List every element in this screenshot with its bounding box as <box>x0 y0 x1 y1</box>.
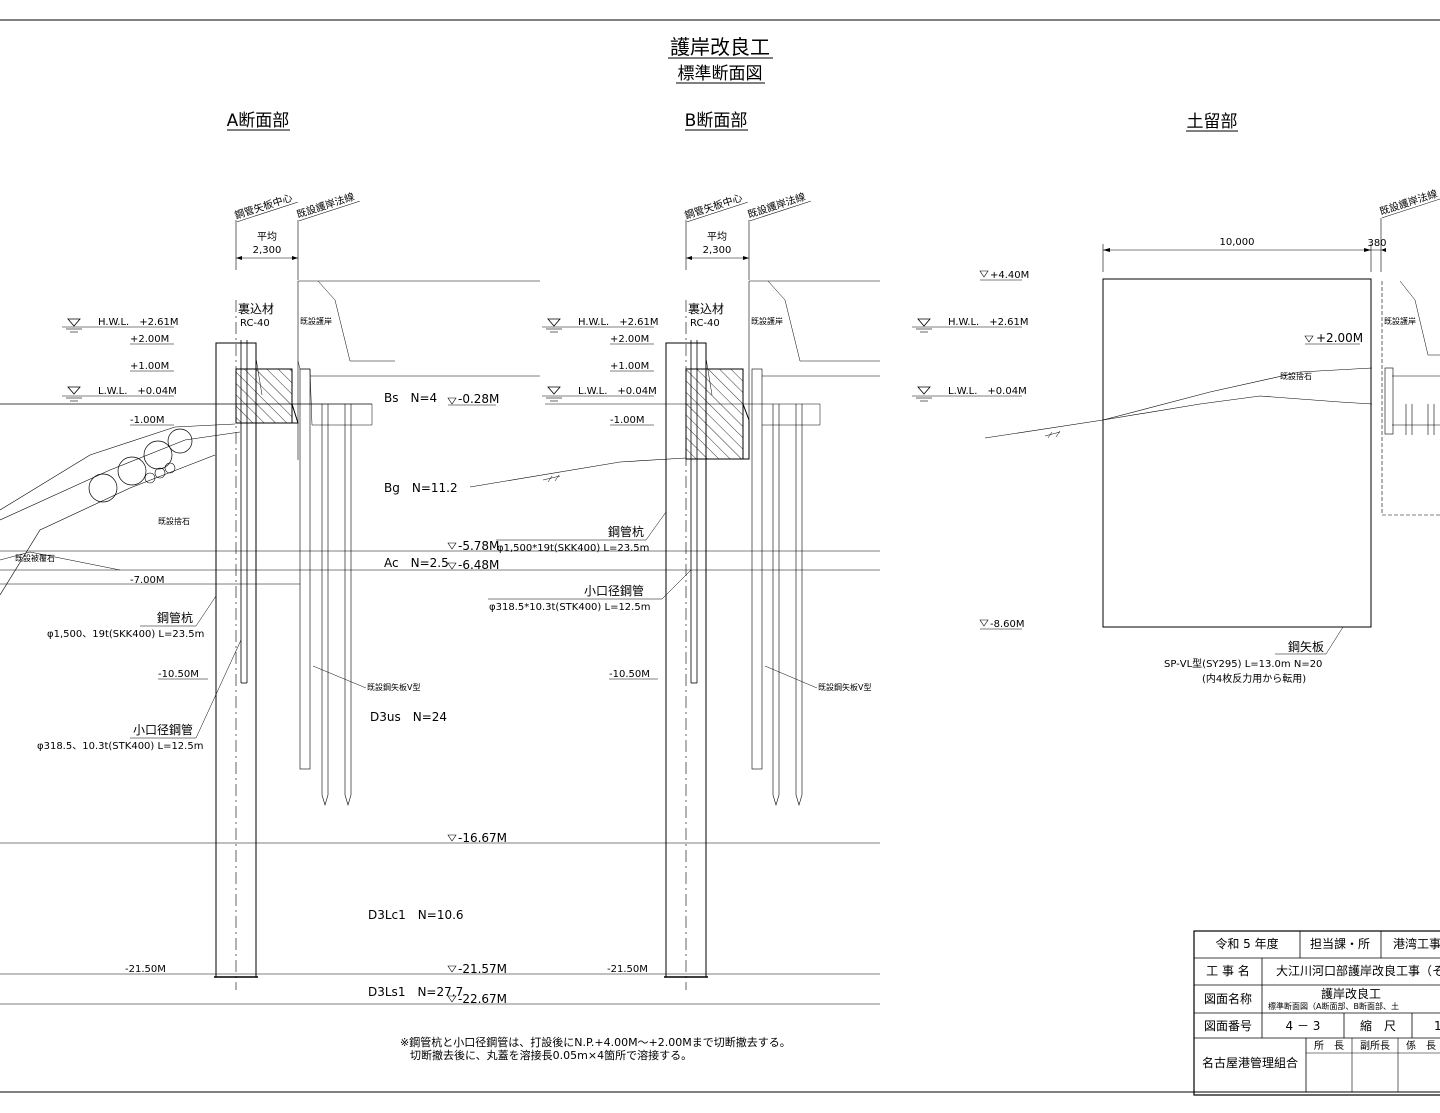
stratum-ac: Ac N=2.5 <box>384 556 449 570</box>
a-small-spec: φ318.5、10.3t(STK400) L=12.5m <box>37 741 203 752</box>
strata-labels: Bs N=4 Bg N=11.2 Ac N=2.5 D3us N=24 D3Lc… <box>368 391 507 1006</box>
a-level-m100: -1.00M <box>130 415 165 426</box>
boundary-m1667: -16.67M <box>458 831 507 845</box>
stratum-d3lc1: D3Lc1 N=10.6 <box>368 908 464 922</box>
title-block: 令和 5 年度 担当課・所 港湾工事 工 事 名 大江川河口部護岸改良工事（そ … <box>1193 930 1440 1096</box>
stratum-bs: Bs N=4 <box>384 391 437 405</box>
c-level-lwl: L.W.L. +0.04M <box>948 386 1027 397</box>
tb-org: 名古屋港管理組合 <box>1202 1055 1298 1070</box>
b-label-backfill: 裏込材 <box>688 301 724 316</box>
b-label-existing-sheet: 既設鋼矢板Ⅴ型 <box>818 682 871 692</box>
a-level-m2150: -21.50M <box>125 964 166 975</box>
tb-stamp-3: 係 長 <box>1406 1040 1436 1052</box>
tb-stamp-2: 副所長 <box>1360 1040 1390 1052</box>
c-level-hwl: H.W.L. +2.61M <box>948 317 1028 328</box>
a-label-pipe-pile: 鋼管杭 <box>157 610 193 625</box>
b-label-pipe-pile: 鋼管杭 <box>608 524 644 539</box>
boundary-m028: -0.28M <box>458 392 499 406</box>
boundary-m2157: -21.57M <box>458 962 507 976</box>
tb-scale-label: 縮 尺 <box>1360 1018 1396 1033</box>
tb-drawing-value1: 護岸改良工 <box>1321 986 1381 1001</box>
stratum-d3us: D3us N=24 <box>370 710 447 724</box>
tb-number-value: 4 － 3 <box>1286 1019 1321 1033</box>
b-label-rc40: RC-40 <box>690 318 720 329</box>
section-c-title: 土留部 <box>1187 112 1238 132</box>
b-level-m2150: -21.50M <box>607 964 648 975</box>
b-level-p100: +1.00M <box>610 361 649 372</box>
b-label-existing-revet: 既設護岸 <box>751 316 783 326</box>
b-level-m100: -1.00M <box>610 415 645 426</box>
a-level-hwl: H.W.L. +2.61M <box>98 317 178 328</box>
c-label-sheet-pile: 鋼矢板 <box>1288 640 1324 654</box>
a-level-p100: +1.00M <box>130 361 169 372</box>
a-level-m1050: -10.50M <box>158 669 199 680</box>
section-a-title: A断面部 <box>227 111 290 131</box>
tb-dept-label: 担当課・所 <box>1310 936 1370 951</box>
boundary-m648: -6.48M <box>458 558 499 572</box>
section-b: 平均 2,300 鋼管矢板中心 既設護岸法線 裏込材 RC-40 既設護岸 既設… <box>469 190 880 990</box>
b-label-small-pipe: 小口径鋼管 <box>584 583 644 598</box>
stratum-bg: Bg N=11.2 <box>384 481 458 495</box>
section-b-title: B断面部 <box>685 111 748 131</box>
tb-year: 令和 5 年度 <box>1215 936 1278 951</box>
tb-drawing-label: 図面名称 <box>1204 991 1252 1006</box>
b-dim-2300: 2,300 <box>703 245 732 256</box>
tb-work-label: 工 事 名 <box>1206 963 1250 978</box>
c-label-existing-revet: 既設護岸 <box>1384 316 1416 326</box>
a-label-small-pipe: 小口径鋼管 <box>133 722 193 737</box>
note-line-2: 切断撤去後に、丸蓋を溶接長0.05m×4箇所で溶接する。 <box>410 1048 692 1062</box>
a-dim-avg: 平均 <box>257 231 277 243</box>
a-level-lwl: L.W.L. +0.04M <box>98 386 177 397</box>
tb-scale-value: 1 <box>1434 1019 1440 1033</box>
a-level-p200: +2.00M <box>130 334 169 345</box>
a-pipe-spec: φ1,500、19t(SKK400) L=23.5m <box>47 629 204 640</box>
c-sheet-spec: SP-ⅤL型(SY295) L=13.0m N=20 <box>1164 657 1322 670</box>
b-small-spec: φ318.5*10.3t(STK400) L=12.5m <box>489 602 650 613</box>
section-a: 平均 2,300 鋼管矢板中心 既設護岸法線 裏込材 RC-40 既設護岸 既設… <box>0 190 880 1005</box>
tb-stamp-1: 所 長 <box>1314 1040 1344 1052</box>
a-label-rc40: RC-40 <box>240 318 270 329</box>
boundary-m2267: -22.67M <box>458 992 507 1006</box>
stratum-d3ls1: D3Ls1 N=27.7 <box>368 985 463 999</box>
c-label-rubble: 既設捨石 <box>1280 371 1312 381</box>
tb-dept-value: 港湾工事 <box>1393 936 1440 951</box>
c-level-m860: -8.60M <box>990 619 1025 630</box>
note-line-1: ※鋼管杭と小口径鋼管は、打設後にN.P.+4.00M～+2.00Mまで切断撤去す… <box>400 1035 791 1049</box>
a-label-rubble: 既設捨石 <box>158 516 190 526</box>
b-level-m1050: -10.50M <box>609 669 650 680</box>
a-level-m700: -7.00M <box>130 575 165 586</box>
drawing-title: 護岸改良工 <box>670 35 770 59</box>
c-dim-10000: 10,000 <box>1220 237 1255 248</box>
drawing-subtitle: 標準断面図 <box>678 64 763 84</box>
b-pipe-spec: φ1,500*19t(SKK400) L=23.5m <box>497 543 649 554</box>
b-level-hwl: H.W.L. +2.61M <box>578 317 658 328</box>
c-sheet-note: (内4枚反力用から転用) <box>1202 672 1306 685</box>
tb-work-value: 大江川河口部護岸改良工事（そ <box>1276 963 1440 978</box>
c-level-p200: +2.00M <box>1316 331 1363 345</box>
a-label-existing-revet: 既設護岸 <box>300 316 332 326</box>
boundary-m578: -5.78M <box>458 539 499 553</box>
a-label-cover: 既設被覆石 <box>15 553 55 563</box>
b-dim-avg: 平均 <box>707 231 727 243</box>
a-label-backfill: 裏込材 <box>238 301 274 316</box>
c-level-p440: +4.40M <box>990 270 1029 281</box>
a-dim-2300: 2,300 <box>253 245 282 256</box>
tb-drawing-value2: 標準断面図（A断面部、B断面部、土 <box>1268 1001 1399 1011</box>
tb-number-label: 図面番号 <box>1204 1019 1252 1033</box>
section-c: +4.40M H.W.L. +2.61M L.W.L. +0.04M -8.60… <box>912 187 1440 685</box>
c-dim-380: 380 <box>1367 238 1386 249</box>
a-label-existing-sheet: 既設鋼矢板Ⅴ型 <box>367 682 420 692</box>
b-level-lwl: L.W.L. +0.04M <box>578 386 657 397</box>
b-level-p200: +2.00M <box>610 334 649 345</box>
